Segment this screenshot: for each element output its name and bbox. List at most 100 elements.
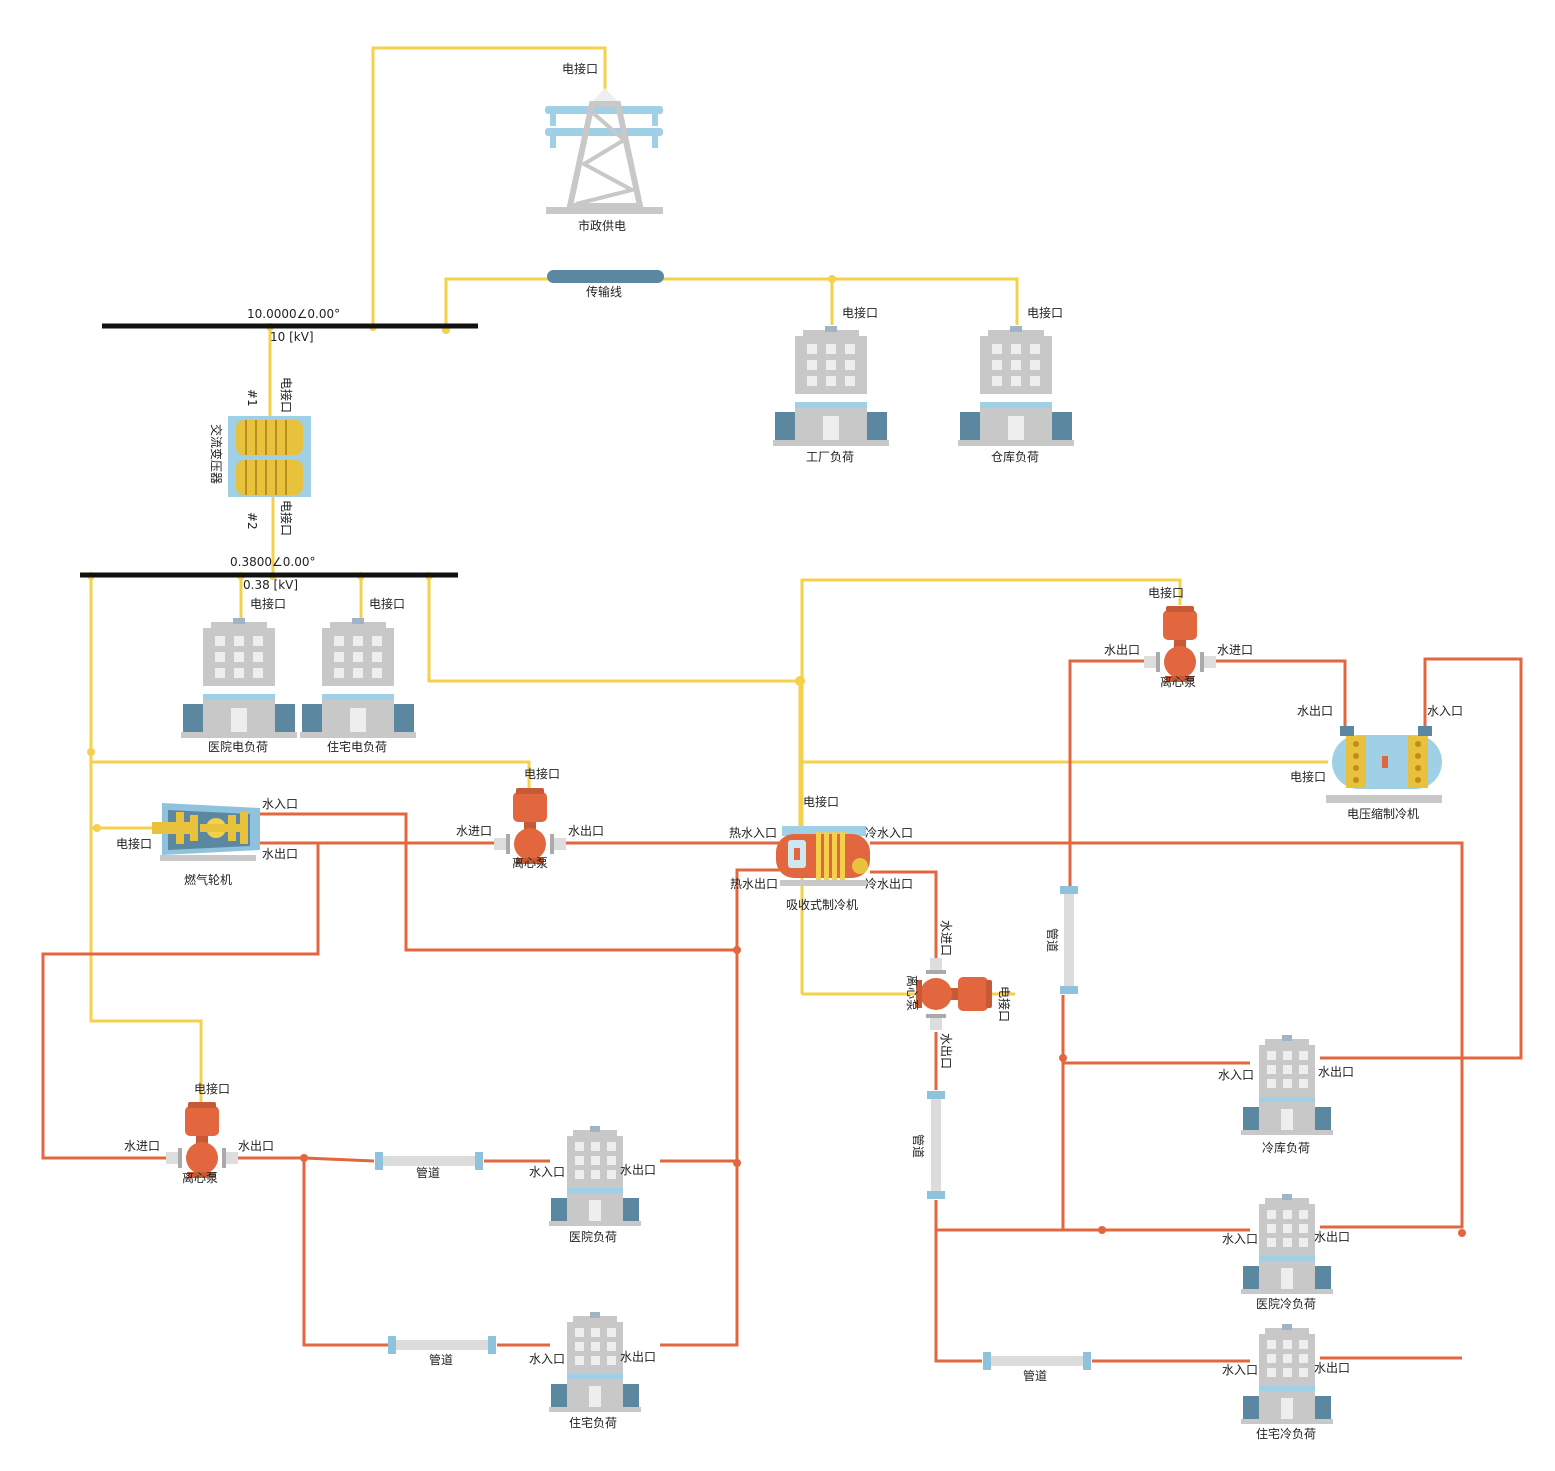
pump-1-water-inlet: 水进口 (456, 824, 492, 838)
pipe-1[interactable]: 管道 (375, 1152, 483, 1180)
centrifugal-pump-2[interactable]: 电接口 水出口 水进口 离心泵 (1104, 585, 1253, 689)
pump-3-elec-port: 电接口 (997, 986, 1012, 1022)
pipe-3-label: 管道 (911, 1134, 926, 1158)
pump-3-label: 离心泵 (905, 975, 920, 1011)
compression-elec-port: 电接口 (1290, 769, 1326, 784)
gas-turbine-water-out: 水出口 (262, 847, 298, 861)
pump-3-water-inlet: 水进口 (939, 920, 953, 956)
absorption-hot-in: 热水入口 (729, 826, 777, 840)
bus-hv[interactable]: 10.0000∠0.00° 10 [kV] (102, 307, 478, 344)
bus-hv-kv: 10 [kV] (270, 330, 314, 344)
gas-turbine[interactable]: 水入口 水出口 电接口 燃气轮机 (116, 797, 298, 887)
hospital-cold-label: 医院冷负荷 (1256, 1297, 1316, 1311)
residential-cold-load[interactable]: 水入口 水出口 住宅冷负荷 (1222, 1324, 1350, 1441)
pipe-4-label: 管道 (1023, 1368, 1047, 1383)
pump-4-water-out: 水出口 (238, 1139, 274, 1153)
pump-1-water-out: 水出口 (568, 824, 604, 838)
residential-load-water-out: 水出口 (620, 1350, 656, 1364)
cold-storage-water-out: 水出口 (1318, 1065, 1354, 1079)
pipe-2-label: 管道 (429, 1352, 453, 1367)
warehouse-label: 仓库负荷 (991, 449, 1039, 464)
centrifugal-pump-4[interactable]: 电接口 水进口 水出口 离心泵 (124, 1081, 274, 1185)
residential-load[interactable]: 水入口 水出口 住宅负荷 (529, 1312, 656, 1430)
electric-network (89, 46, 1328, 1102)
grid-supply[interactable]: 电接口 市政供电 (545, 61, 663, 233)
compression-water-out: 水出口 (1297, 704, 1333, 718)
transformer-label: 交流变压器 (209, 424, 224, 484)
absorption-elec-port: 电接口 (803, 794, 839, 809)
centrifugal-pump-1[interactable]: 电接口 水进口 水出口 离心泵 (456, 766, 604, 870)
residential-elec-load[interactable]: 电接口 住宅电负荷 (300, 596, 416, 754)
compression-label: 电压缩制冷机 (1347, 806, 1419, 821)
residential-load-label: 住宅负荷 (569, 1415, 617, 1430)
hospital-load-water-out: 水出口 (620, 1163, 656, 1177)
residential-cold-label: 住宅冷负荷 (1256, 1426, 1316, 1441)
absorption-cold-out: 冷水出口 (865, 877, 913, 891)
residential-cold-water-in: 水入口 (1222, 1363, 1258, 1377)
transmission-line[interactable]: 传输线 (547, 270, 664, 299)
pump-2-water-out: 水出口 (1104, 643, 1140, 657)
factory-load[interactable]: 电接口 工厂负荷 (773, 305, 889, 464)
gas-turbine-elec-port: 电接口 (116, 836, 152, 851)
water-network (41, 657, 1523, 1363)
warehouse-elec-port: 电接口 (1027, 305, 1063, 320)
factory-elec-port: 电接口 (842, 305, 878, 320)
pipe-4[interactable]: 管道 (983, 1352, 1091, 1383)
residential-load-water-in: 水入口 (529, 1352, 565, 1366)
hospital-cold-water-out: 水出口 (1314, 1230, 1350, 1244)
centrifugal-pump-3[interactable]: 水进口 水出口 电接口 离心泵 (905, 920, 1012, 1069)
transmission-line-label: 传输线 (586, 284, 622, 299)
factory-label: 工厂负荷 (806, 450, 854, 464)
pipe-5[interactable]: 管道 (1045, 886, 1078, 994)
absorption-hot-out: 热水出口 (730, 877, 778, 891)
pump-4-label: 离心泵 (182, 1170, 218, 1185)
pump-1-elec-port: 电接口 (524, 766, 560, 781)
absorption-cold-in: 冷水入口 (865, 826, 913, 840)
hospital-cold-load[interactable]: 水入口 水出口 医院冷负荷 (1222, 1194, 1350, 1311)
pump-2-label: 离心泵 (1160, 674, 1196, 689)
transformer-winding-2: #2 (245, 512, 259, 530)
electric-junctions (87, 275, 836, 832)
hospital-load-label: 医院负荷 (569, 1230, 617, 1244)
pump-2-elec-port: 电接口 (1148, 585, 1184, 600)
bus-hv-voltage: 10.0000∠0.00° (247, 307, 340, 321)
gas-turbine-label: 燃气轮机 (184, 872, 232, 887)
transformer-winding-1: #1 (245, 389, 259, 407)
ac-transformer[interactable]: 电接口 电接口 #1 #2 交流变压器 (209, 377, 311, 536)
hospital-elec-port: 电接口 (250, 596, 286, 611)
water-junctions (300, 946, 1466, 1237)
bus-lv-kv: 0.38 [kV] (243, 578, 298, 592)
residential-elec-label: 住宅电负荷 (327, 739, 387, 754)
pipe-5-label: 管道 (1045, 928, 1060, 952)
pipe-1-label: 管道 (416, 1165, 440, 1180)
absorption-label: 吸收式制冷机 (786, 898, 858, 912)
cold-storage-label: 冷库负荷 (1262, 1140, 1310, 1155)
residential-cold-water-out: 水出口 (1314, 1361, 1350, 1375)
bus-lv-voltage: 0.3800∠0.00° (230, 555, 315, 569)
bus-lv[interactable]: 0.3800∠0.00° 0.38 [kV] (80, 555, 458, 592)
pipe-2[interactable]: 管道 (388, 1336, 496, 1367)
warehouse-load[interactable]: 电接口 仓库负荷 (958, 305, 1074, 464)
cold-storage-load[interactable]: 水入口 水出口 冷库负荷 (1218, 1035, 1354, 1155)
hospital-load[interactable]: 水入口 水出口 医院负荷 (529, 1126, 656, 1244)
hospital-elec-label: 医院电负荷 (208, 740, 268, 754)
hospital-cold-water-in: 水入口 (1222, 1232, 1258, 1246)
pump-4-water-inlet: 水进口 (124, 1139, 160, 1153)
pump-1-label: 离心泵 (512, 855, 548, 870)
hospital-elec-load[interactable]: 电接口 医院电负荷 (181, 596, 297, 754)
absorption-chiller[interactable]: 电接口 热水入口 热水出口 冷水入口 冷水出口 吸收式制冷机 (729, 794, 913, 912)
cold-storage-water-in: 水入口 (1218, 1068, 1254, 1082)
grid-elec-port: 电接口 (562, 61, 598, 76)
pipe-3[interactable]: 管道 (911, 1091, 945, 1199)
grid-label: 市政供电 (578, 218, 626, 233)
pump-3-water-out: 水出口 (939, 1033, 953, 1069)
gas-turbine-water-in: 水入口 (262, 797, 298, 811)
residential-elec-port: 电接口 (369, 596, 405, 611)
pump-4-elec-port: 电接口 (194, 1081, 230, 1096)
compression-water-in: 水入口 (1427, 704, 1463, 718)
pump-2-water-inlet: 水进口 (1217, 643, 1253, 657)
compression-chiller[interactable]: 水出口 水入口 电接口 电压缩制冷机 (1290, 704, 1463, 821)
transformer-port-1: 电接口 (279, 377, 294, 413)
transformer-port-2: 电接口 (279, 500, 294, 536)
